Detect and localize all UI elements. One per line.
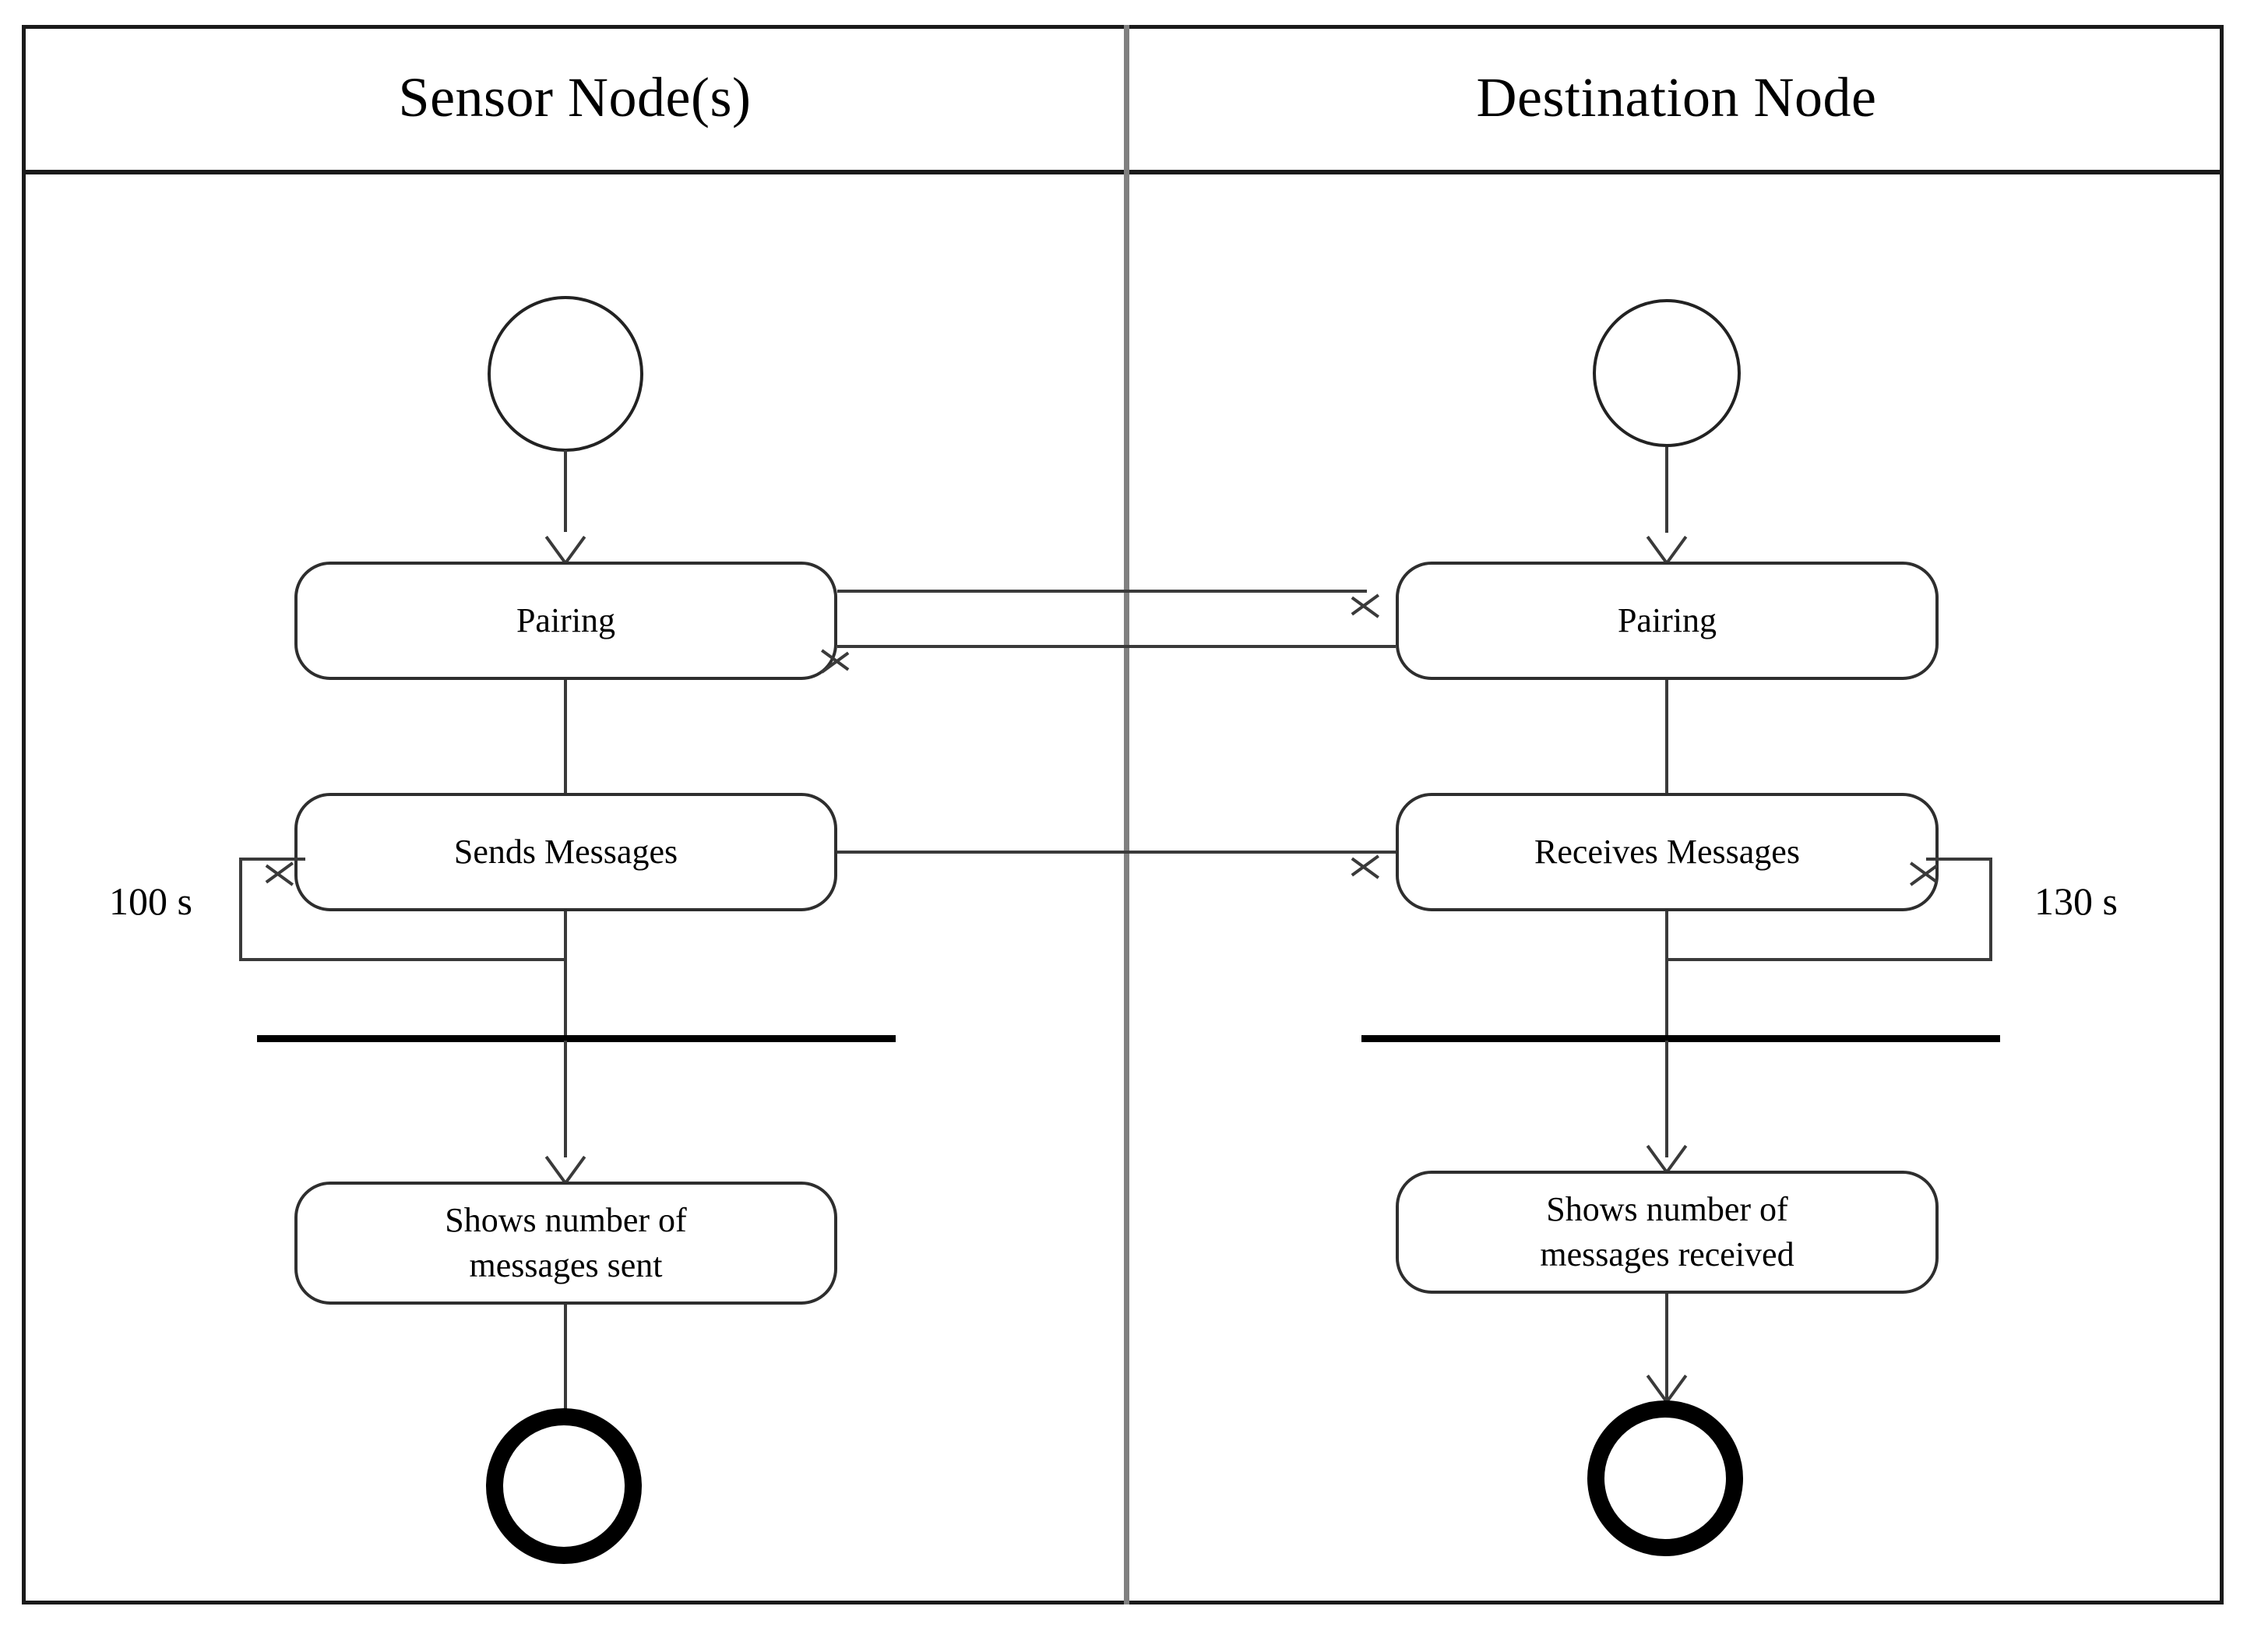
connector-receives-to-forkbar — [1665, 911, 1668, 1041]
connector-pairing-request — [837, 590, 1367, 593]
fork-bar-sensor — [257, 1035, 896, 1042]
activity-label-block: Shows number of messages sent — [445, 1198, 686, 1288]
loop-connector-right-destination — [1989, 858, 1992, 961]
loop-connector-bottom-sensor — [239, 958, 566, 961]
loop-duration-label-destination: 130 s — [2034, 879, 2118, 923]
loop-connector-top-sensor — [239, 858, 305, 861]
activity-pairing-destination: Pairing — [1396, 562, 1939, 680]
swimlane-header-sensor: Sensor Node(s) — [398, 66, 752, 129]
activity-sends-messages: Sends Messages — [294, 793, 837, 911]
connector-pairing-response — [837, 645, 1396, 648]
connector-pairing-to-sends-sensor — [564, 680, 567, 801]
activity-label-line2: messages received — [1540, 1235, 1794, 1273]
swimlane-header-destination: Destination Node — [1476, 66, 1877, 129]
end-node-sensor — [486, 1408, 642, 1564]
activity-pairing-sensor: Pairing — [294, 562, 837, 680]
loop-duration-label-sensor: 100 s — [109, 879, 192, 923]
activity-label-block: Shows number of messages received — [1540, 1187, 1794, 1277]
activity-receives-messages: Receives Messages — [1396, 793, 1939, 911]
loop-connector-left-sensor — [239, 858, 242, 961]
activity-label: Receives Messages — [1534, 832, 1800, 871]
activity-shows-messages-received: Shows number of messages received — [1396, 1171, 1939, 1294]
start-node-destination — [1593, 299, 1741, 447]
connector-shows-received-to-end — [1665, 1294, 1668, 1407]
activity-label-line2: messages sent — [469, 1246, 663, 1284]
swimlane-divider — [1124, 25, 1129, 1604]
connector-sends-to-receives — [837, 851, 1396, 854]
header-separator-rule — [22, 170, 2224, 174]
loop-connector-bottom-destination — [1665, 958, 1992, 961]
connector-start-to-pairing-sensor — [564, 450, 567, 532]
connector-sends-to-forkbar — [564, 911, 567, 1041]
activity-label: Pairing — [516, 601, 616, 639]
activity-label-line1: Shows number of — [1546, 1189, 1788, 1228]
connector-pairing-to-receives-destination — [1665, 680, 1668, 801]
connector-forkbar-to-shows-received — [1665, 1041, 1668, 1157]
loop-connector-top-destination — [1926, 858, 1992, 861]
start-node-sensor — [488, 296, 643, 452]
activity-label-line1: Shows number of — [445, 1200, 687, 1239]
end-node-destination — [1587, 1400, 1743, 1556]
connector-start-to-pairing-destination — [1665, 447, 1668, 533]
connector-forkbar-to-shows-sent — [564, 1041, 567, 1157]
connector-shows-sent-to-end — [564, 1305, 567, 1411]
activity-label: Pairing — [1617, 601, 1717, 639]
activity-label: Sends Messages — [453, 832, 678, 871]
activity-shows-messages-sent: Shows number of messages sent — [294, 1182, 837, 1305]
fork-bar-destination — [1361, 1035, 2000, 1042]
